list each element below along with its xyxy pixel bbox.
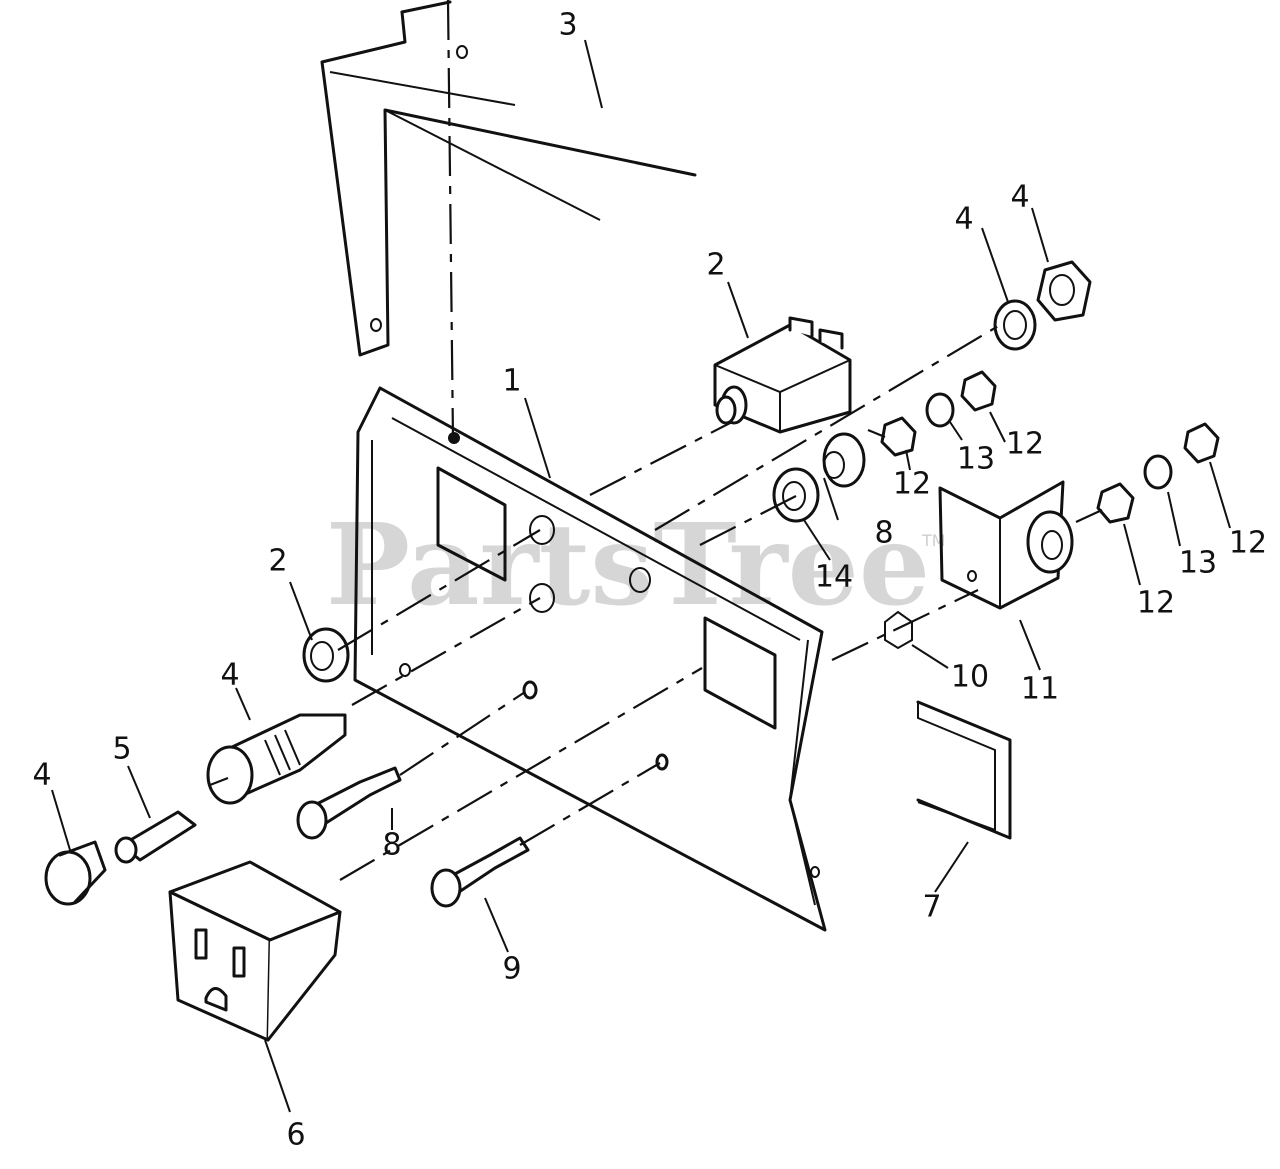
breaker-part-2 [713, 316, 852, 434]
watermark: PartsTree [326, 500, 930, 631]
clip-part-7 [916, 700, 1012, 840]
callout-12-a: 12 [893, 467, 931, 502]
callouts: 3 2 1 2 4 4 4 4 5 6 7 8 8 9 10 11 12 12 … [32, 8, 1267, 1153]
watermark-tm: TM [921, 531, 946, 550]
callout-14: 14 [815, 560, 853, 595]
fuse-assembly [44, 627, 350, 906]
callout-2-top: 2 [706, 248, 725, 283]
callout-12-d: 12 [1229, 526, 1267, 561]
callout-5: 5 [112, 732, 131, 767]
callout-4-washer: 4 [954, 202, 973, 237]
callout-13-a: 13 [957, 442, 995, 477]
callout-10: 10 [951, 660, 989, 695]
callout-12-c: 12 [1137, 586, 1175, 621]
bracket-angle-part-11 [884, 422, 1220, 650]
leader-lines [51, 39, 1231, 1113]
panel-part-1 [353, 386, 827, 932]
callout-4-nut: 4 [1010, 180, 1029, 215]
outlet-part-6 [168, 860, 342, 1042]
terminal-posts [296, 680, 669, 908]
callout-11: 11 [1021, 672, 1059, 707]
callout-4-holder: 4 [220, 658, 239, 693]
bracket-part-3 [320, 0, 697, 357]
callout-3: 3 [558, 8, 577, 43]
callout-8-left: 8 [382, 828, 401, 863]
callout-12-b: 12 [1006, 427, 1044, 462]
callout-8-right: 8 [874, 516, 893, 551]
callout-9: 9 [502, 952, 521, 987]
callout-7: 7 [922, 890, 941, 925]
callout-13-b: 13 [1179, 546, 1217, 581]
callout-6: 6 [286, 1118, 305, 1153]
callout-1: 1 [502, 364, 521, 399]
assembly-line [446, 0, 455, 441]
callout-4-knob: 4 [32, 758, 51, 793]
callout-2-left: 2 [268, 544, 287, 579]
hardware-upper-right [772, 260, 1092, 523]
